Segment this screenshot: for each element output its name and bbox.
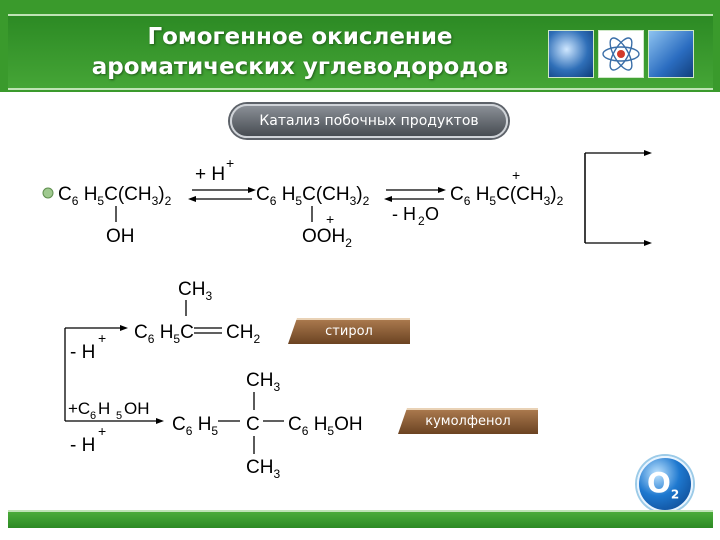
- svg-text:6: 6: [90, 410, 96, 422]
- hydroperoxide-cation: C6 H5C(CH3)2 + OOH2: [256, 184, 370, 250]
- styrene-label: стирол: [325, 324, 373, 339]
- methylstyrene: CH3 C6 H5C CH2: [134, 279, 260, 346]
- svg-text:+: +: [512, 167, 520, 183]
- cumylphenol: CH3 C6 H5 C C6 H5OH CH3: [172, 370, 363, 481]
- svg-text:OOH2: OOH2: [302, 226, 352, 250]
- svg-text:H: H: [98, 399, 110, 418]
- svg-text:C6 H5C(CH3)2: C6 H5C(CH3)2: [58, 184, 172, 208]
- equilibrium-arrows-1: + H +: [188, 155, 256, 202]
- phenol-label: кумолфенол: [425, 414, 511, 429]
- svg-text:CH3: CH3: [246, 370, 280, 394]
- svg-text:C6 H5C(CH3)2: C6 H5C(CH3)2: [256, 184, 370, 208]
- subtitle-pill: Катализ побочных продуктов: [230, 104, 508, 138]
- header-band: [8, 14, 713, 90]
- svg-text:OH: OH: [106, 226, 135, 247]
- page-title: Гомогенное окисление ароматических углев…: [40, 22, 560, 82]
- subtitle-text: Катализ побочных продуктов: [259, 113, 479, 129]
- svg-text:2: 2: [418, 214, 425, 228]
- reagent-plus-h: + H: [195, 164, 225, 185]
- step-plus-phenol: +C: [68, 399, 90, 418]
- reagent-minus-water-tail: O: [425, 204, 439, 224]
- flask-image: [648, 30, 694, 78]
- svg-text:CH3: CH3: [178, 279, 212, 303]
- reagent-minus-h: - H: [392, 204, 416, 224]
- svg-text:CH2: CH2: [226, 322, 260, 346]
- svg-text:C6 H5OH: C6 H5OH: [288, 414, 363, 438]
- molecule-image: [548, 30, 594, 78]
- branch-arrows: [584, 150, 652, 246]
- equilibrium-arrows-2: - H 2 O: [384, 187, 446, 228]
- svg-text:C6 H5C: C6 H5C: [134, 322, 194, 346]
- atom-image: [598, 30, 644, 78]
- cumyl-alcohol: C6 H5C(CH3)2 OH: [42, 184, 172, 247]
- step-minus-h-2: - H: [70, 435, 95, 456]
- title-line-2: ароматических углеводородов: [91, 54, 509, 80]
- step-plus-phenol-tail: OH: [124, 399, 150, 418]
- cumyl-cation: + C6 H5C(CH3)2: [450, 167, 564, 208]
- svg-text:CH3: CH3: [246, 457, 280, 481]
- footer-bar: [8, 510, 713, 528]
- svg-text:C6 H5C(CH3)2: C6 H5C(CH3)2: [450, 184, 564, 208]
- loop-bracket: - H + +C 6 H 5 OH - H +: [64, 325, 164, 456]
- svg-text:C: C: [246, 414, 260, 435]
- header-thumbnails: [548, 30, 694, 78]
- step-minus-h-1: - H: [70, 342, 95, 363]
- phenol-tag: кумолфенол: [398, 408, 538, 434]
- o2-logo: O2: [637, 456, 693, 512]
- svg-text:+: +: [98, 330, 106, 346]
- svg-text:+: +: [98, 423, 106, 439]
- svg-text:5: 5: [116, 410, 122, 422]
- styrene-tag: стирол: [288, 318, 410, 344]
- svg-text:+: +: [226, 155, 234, 171]
- title-line-1: Гомогенное окисление: [147, 24, 453, 50]
- svg-text:+: +: [326, 211, 334, 227]
- svg-text:C6 H5: C6 H5: [172, 414, 218, 438]
